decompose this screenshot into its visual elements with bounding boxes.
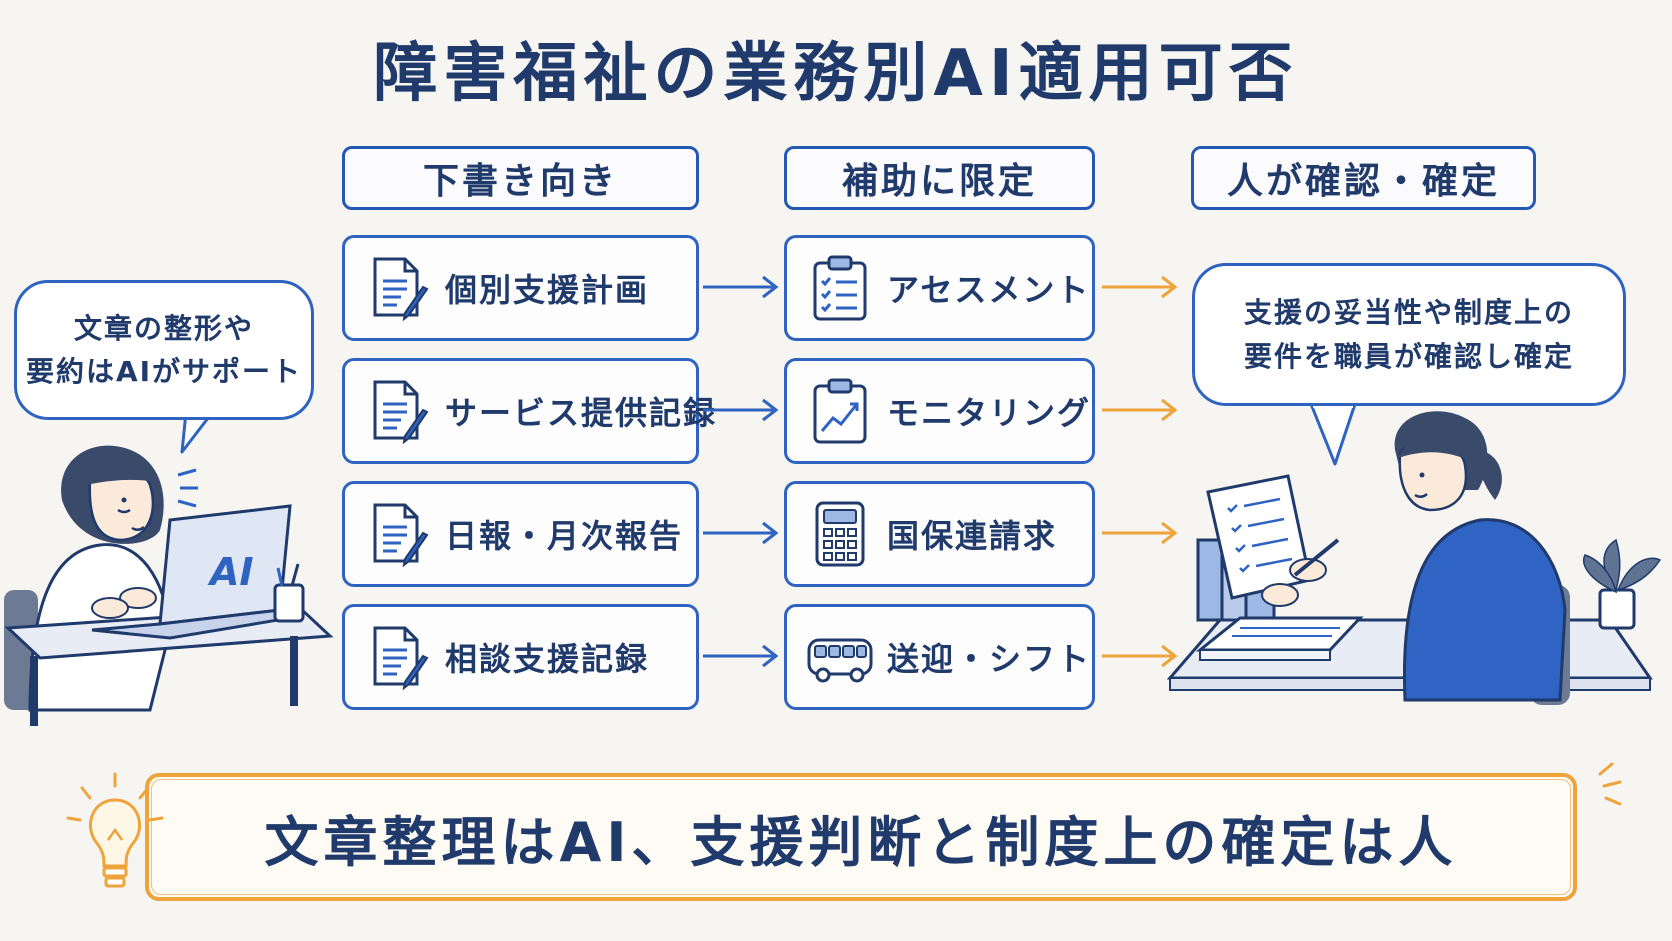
arrow-right-icon <box>703 521 779 545</box>
woman-with-laptop-illustration: AI <box>4 445 334 726</box>
draft-card-label: 相談支援記録 <box>445 640 650 678</box>
draft-card-label: 日報・月次報告 <box>445 517 684 555</box>
support-card-label: 送迎・シフト <box>887 640 1092 678</box>
summary-text: 文章整理はAI、支援判断と制度上の確定は人 <box>264 810 1458 874</box>
support-card-label: アセスメント <box>887 271 1091 309</box>
document-pen-icon <box>373 257 429 322</box>
support-card-label: 国保連請求 <box>887 517 1058 555</box>
draft-card-consultation-record: 相談支援記録 <box>342 604 699 710</box>
summary-banner: 文章整理はAI、支援判断と制度上の確定は人 <box>145 773 1577 901</box>
column-header-confirm: 人が確認・確定 <box>1191 146 1536 210</box>
right-bubble-line: 支援の妥当性や制度上の <box>1243 296 1574 330</box>
column-header-draft: 下書き向き <box>342 146 699 210</box>
page-title: 障害福祉の業務別AI適用可否 <box>373 37 1299 111</box>
arrow-right-icon <box>1102 398 1178 422</box>
staff-reviewing-illustration <box>1166 411 1662 705</box>
support-card-transport-shift: 送迎・シフト <box>784 604 1095 710</box>
support-card-billing: 国保連請求 <box>784 481 1095 587</box>
arrow-right-icon <box>703 398 779 422</box>
arrow-right-icon <box>1102 644 1178 668</box>
right-bubble-line: 要件を職員が確認し確定 <box>1243 339 1574 373</box>
support-card-assessment: アセスメント <box>784 235 1095 341</box>
document-pen-icon <box>373 380 429 445</box>
support-card-monitoring: モニタリング <box>784 358 1095 464</box>
calculator-icon <box>815 501 865 567</box>
sparkle-accent-icon <box>1598 762 1622 806</box>
column-header-confirm-label: 人が確認・確定 <box>1226 161 1500 202</box>
arrow-right-icon <box>703 275 779 299</box>
left-speech-bubble: 文章の整形や 要約はAIがサポート <box>14 280 314 420</box>
arrow-right-icon <box>1102 275 1178 299</box>
draft-card-service-record: サービス提供記録 <box>342 358 715 464</box>
draft-card-label: サービス提供記録 <box>445 394 718 432</box>
column-header-draft-label: 下書き向き <box>422 161 618 202</box>
laptop-ai-label: AI <box>207 550 254 594</box>
draft-card-label: 個別支援計画 <box>445 271 650 309</box>
left-bubble-line: 文章の整形や <box>73 311 254 345</box>
draft-card-daily-report: 日報・月次報告 <box>342 481 699 587</box>
document-pen-icon <box>373 503 429 568</box>
right-speech-bubble: 支援の妥当性や制度上の 要件を職員が確認し確定 <box>1192 263 1626 406</box>
left-bubble-line: 要約はAIがサポート <box>25 355 303 388</box>
lightbulb-icon <box>66 772 164 888</box>
clipboard-chart-icon <box>813 378 867 444</box>
arrow-right-icon <box>1102 521 1178 545</box>
bus-icon <box>807 638 873 683</box>
arrow-right-icon <box>703 644 779 668</box>
column-header-support-label: 補助に限定 <box>841 161 1037 202</box>
support-card-label: モニタリング <box>887 394 1092 432</box>
clipboard-checklist-icon <box>813 255 867 321</box>
draft-card-individual-plan: 個別支援計画 <box>342 235 699 341</box>
document-pen-icon <box>373 626 429 691</box>
column-header-support: 補助に限定 <box>784 146 1095 210</box>
summary-banner-inner-border <box>151 779 1571 895</box>
